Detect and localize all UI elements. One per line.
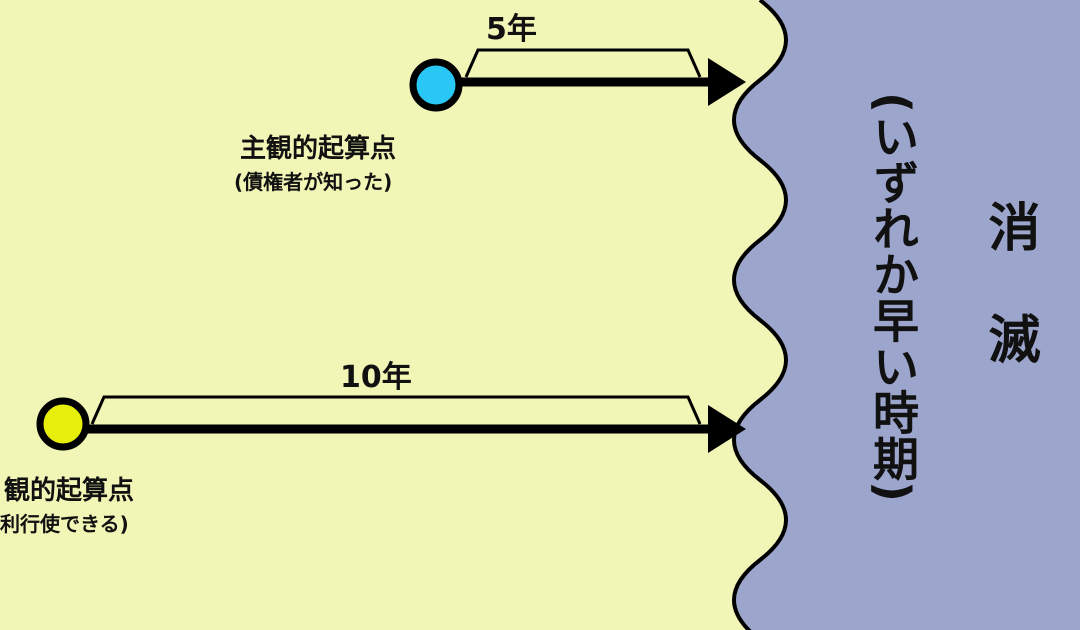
objective-start-sublabel: 利行使できる) [0, 512, 129, 536]
extinction-title: 消 滅 [979, 200, 1039, 368]
objective-start-dot [36, 397, 90, 451]
objective-start-label: 観的起算点 [4, 476, 135, 506]
period-label-10y: 10年 [340, 360, 412, 395]
subjective-start-sublabel: (債権者が知った) [234, 170, 393, 194]
period-label-5y: 5年 [486, 12, 537, 47]
subjective-start-label: 主観的起算点 [240, 134, 397, 164]
extinction-note: (いずれか早い時期) [866, 92, 920, 503]
extinction-region [734, 0, 1080, 630]
period-bracket-5y [464, 48, 702, 78]
arrow-head-10y [708, 405, 746, 453]
subjective-start-dot [409, 58, 463, 112]
period-bracket-10y [90, 395, 702, 425]
arrow-head-5y [708, 58, 746, 106]
wavy-boundary-line [732, 0, 788, 630]
